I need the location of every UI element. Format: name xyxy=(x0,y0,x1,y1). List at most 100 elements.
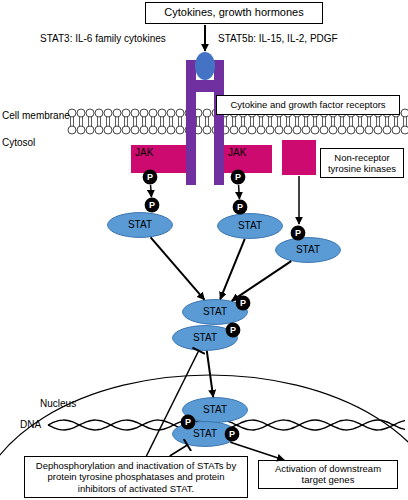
phosphate-circle-shape xyxy=(231,170,246,185)
lipid-tail xyxy=(377,117,380,126)
phosphate-circle: P xyxy=(180,414,196,430)
lipid-tail xyxy=(98,117,101,126)
inhibition-line xyxy=(170,445,188,456)
lipid-tail xyxy=(332,117,335,126)
phospholipid xyxy=(86,109,94,134)
phospholipid xyxy=(158,109,166,134)
annotation-label: Cytosol xyxy=(2,137,35,148)
phospholipid xyxy=(122,109,130,134)
signal-arrow xyxy=(151,237,205,299)
lipid-tail xyxy=(197,117,200,126)
phosphate-circle-shape xyxy=(226,323,241,338)
lipid-head xyxy=(113,109,121,117)
lipid-head xyxy=(374,126,382,134)
lipid-head xyxy=(347,126,355,134)
lipid-head xyxy=(167,126,175,134)
stat-protein-shape xyxy=(173,326,238,351)
lipid-tail xyxy=(80,117,83,126)
node-text: P xyxy=(237,202,243,213)
lipid-tail xyxy=(287,117,290,126)
outcome-box: Dephosphorylation and inactivation of ST… xyxy=(24,456,248,498)
lipid-tail xyxy=(71,117,74,126)
node-text: P xyxy=(230,325,236,336)
phosphate-circle: P xyxy=(142,169,158,185)
lipid-head xyxy=(248,126,256,134)
phospholipid xyxy=(176,109,184,134)
signal-arrow xyxy=(220,239,245,299)
stat-protein-shape xyxy=(218,214,283,239)
lipid-head xyxy=(401,109,408,117)
stat-protein: STAT xyxy=(217,213,283,239)
lipid-head xyxy=(95,126,103,134)
stat-protein: STAT xyxy=(107,212,173,238)
lipid-head xyxy=(320,126,328,134)
phosphate-circle-shape xyxy=(236,296,251,311)
lipid-tail xyxy=(323,117,326,126)
lipid-head xyxy=(329,126,337,134)
signal-arrow xyxy=(150,185,152,197)
node-text: P xyxy=(295,228,301,239)
non-receptor-kinase xyxy=(282,140,316,175)
phospholipid xyxy=(95,109,103,134)
receptor-chain xyxy=(186,60,196,185)
phosphate-circle-shape xyxy=(145,198,160,213)
lipid-head xyxy=(257,126,265,134)
phospholipid xyxy=(104,109,112,134)
phosphorylation-arrow xyxy=(298,176,300,224)
lipid-tail xyxy=(116,117,119,126)
lipid-head xyxy=(122,126,130,134)
lipid-head xyxy=(86,109,94,117)
signal-arrow xyxy=(232,261,291,301)
lipid-tail xyxy=(179,117,182,126)
node-text: P xyxy=(240,298,246,309)
phospholipid xyxy=(131,109,139,134)
phosphate-circle: P xyxy=(290,225,306,241)
node-text: STAT xyxy=(203,306,227,318)
jak-kinase: JAK xyxy=(131,145,186,173)
stat-protein: STAT xyxy=(275,237,341,263)
node-text: STAT xyxy=(296,244,320,256)
lipid-head xyxy=(158,109,166,117)
phosphate-circle: P xyxy=(224,426,240,442)
node-text: STAT xyxy=(128,219,152,231)
lipid-head xyxy=(131,126,139,134)
node-text: STAT xyxy=(193,428,217,440)
lipid-head xyxy=(104,126,112,134)
phospholipid xyxy=(167,109,175,134)
lipid-tail xyxy=(143,117,146,126)
node-text: STAT xyxy=(193,332,217,344)
node-text: STAT xyxy=(238,220,262,232)
nucleus-envelope xyxy=(0,375,408,500)
jak-kinase: JAK xyxy=(224,145,272,173)
signal-arrow xyxy=(238,185,240,199)
lipid-tail xyxy=(134,117,137,126)
lipid-head xyxy=(401,126,408,134)
phospholipid xyxy=(149,109,157,134)
stat-protein-shape xyxy=(276,238,341,263)
node-text: Dephosphorylation and inactivation of ST… xyxy=(28,460,244,494)
lipid-tail xyxy=(341,117,344,126)
lipid-head xyxy=(104,109,112,117)
lipid-tail xyxy=(107,117,110,126)
lipid-head xyxy=(275,126,283,134)
lipid-head xyxy=(77,109,85,117)
callout-box: Non-receptor tyrosine kinases xyxy=(320,148,404,178)
lipid-tail xyxy=(170,117,173,126)
lipid-head xyxy=(95,109,103,117)
lipid-tail xyxy=(386,117,389,126)
lipid-head xyxy=(293,126,301,134)
annotation-label: DNA xyxy=(20,419,41,430)
callout-box: Cytokine and growth factor receptors xyxy=(216,95,400,115)
lipid-tail xyxy=(296,117,299,126)
stimulus-arrow xyxy=(204,25,206,51)
phosphate-circle-shape xyxy=(225,427,240,442)
lipid-head xyxy=(122,109,130,117)
lipid-tail xyxy=(359,117,362,126)
node-text: Cytokines, growth hormones xyxy=(164,6,303,19)
phosphate-circle-shape xyxy=(181,415,196,430)
lipid-tail xyxy=(269,117,272,126)
signal-arrow xyxy=(230,442,284,460)
phospholipid xyxy=(140,109,148,134)
